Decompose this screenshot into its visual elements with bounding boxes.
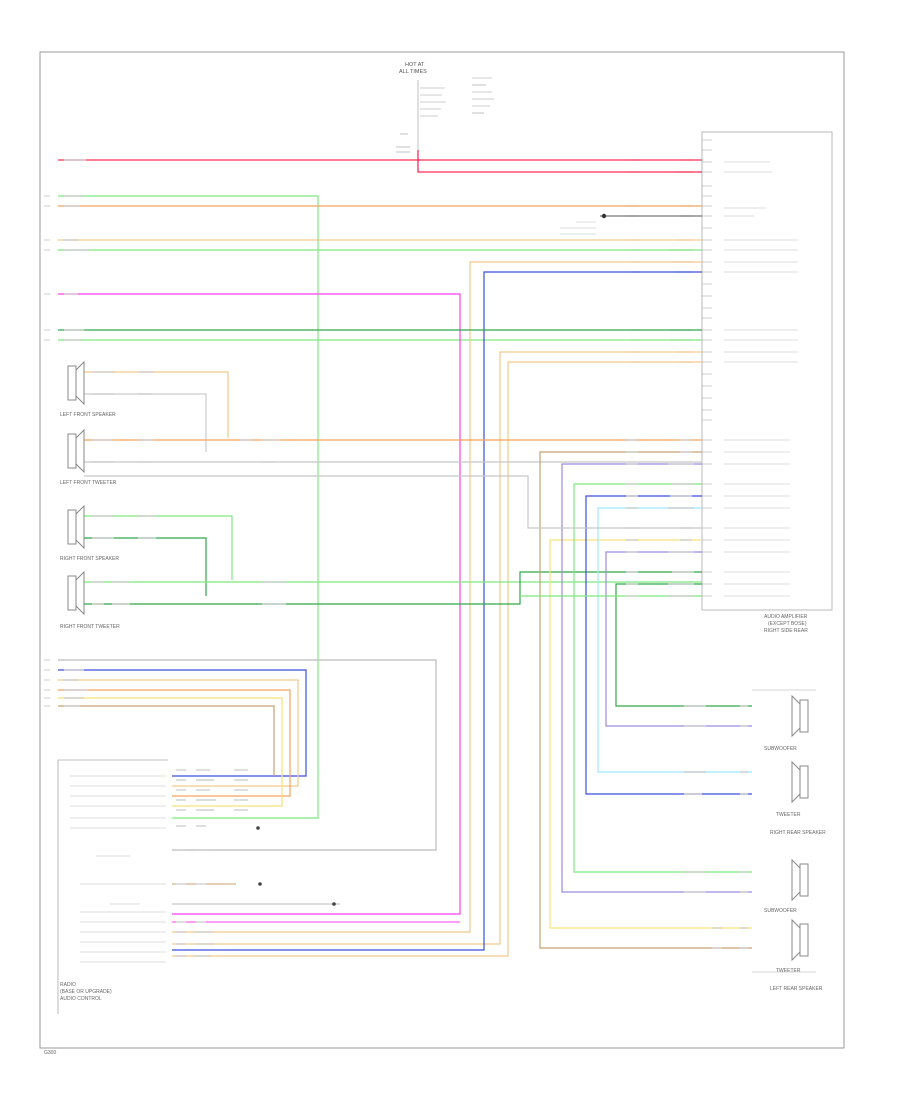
subwoofer-symbol — [791, 694, 809, 738]
subwoofer-label: SUBWOOFER — [764, 746, 797, 752]
radio-label-sub2: AUDIO CONTROL — [60, 996, 102, 1002]
rf-speaker-label: RIGHT FRONT SPEAKER — [60, 556, 119, 562]
rf-tweeter-label: RIGHT FRONT TWEETER — [60, 624, 120, 630]
radio-wire-tags — [176, 769, 248, 957]
amp-label-sub2: RIGHT SIDE REAR — [764, 628, 808, 634]
wire-radio-harness — [58, 659, 437, 851]
radio-splice-2 — [258, 882, 262, 886]
ground-dot — [601, 213, 607, 219]
wire-radio-lower — [172, 883, 460, 923]
wire-lf-speaker — [84, 371, 702, 463]
lf-tweeter-symbol — [67, 428, 85, 474]
fuse-block-labels — [396, 77, 494, 156]
rr-speaker-label: RIGHT REAR SPEAKER — [770, 830, 826, 836]
lf-speaker-label: LEFT FRONT SPEAKER — [60, 412, 116, 418]
amp-label: AUDIO AMPLIFIER — [764, 614, 808, 620]
radio-pin-labels — [70, 775, 166, 963]
ground-label-marks — [560, 221, 596, 235]
diagram-frame — [39, 51, 845, 1049]
lf-speaker-symbol — [67, 360, 85, 406]
left-pin-ticks — [44, 195, 50, 707]
wire-tan — [58, 239, 702, 957]
rf-speaker-symbol — [67, 504, 85, 550]
top-label-1: HOT AT — [405, 62, 425, 68]
lr-tweeter-symbol — [791, 918, 809, 962]
radio-label-sub: (BASE OR UPGRADE) — [60, 989, 112, 995]
wire-rf-speaker — [84, 515, 702, 605]
radio-box — [57, 759, 168, 1014]
amp-label-sub: (EXCEPT BOSE) — [768, 621, 807, 627]
wire-lt-green-trunk — [58, 195, 702, 819]
amp-pin-labels — [724, 161, 798, 597]
rear-bracket-marks — [752, 689, 816, 973]
lr-sub-label: SUBWOOFER — [764, 908, 797, 914]
rear-wire-labels — [684, 705, 748, 949]
top-label-2: ALL TIMES — [399, 69, 427, 75]
rf-tweeter-symbol — [67, 570, 85, 616]
lr-tweeter-label: TWEETER — [776, 968, 801, 974]
lf-tweeter-label: LEFT FRONT TWEETER — [60, 480, 117, 486]
radio-splice-3 — [332, 902, 336, 906]
lr-sub-symbol — [791, 858, 809, 902]
ground-label: G300 — [44, 1050, 56, 1056]
amp-wire-labels — [626, 159, 694, 363]
rr-tweeter-symbol — [791, 760, 809, 804]
wire-rear-speakers — [84, 451, 752, 949]
audio-amplifier-box — [701, 131, 833, 611]
radio-splice-1 — [256, 826, 260, 830]
rr-tweeter-label: TWEETER — [776, 812, 801, 818]
wire-red — [58, 150, 702, 173]
lr-speaker-label: LEFT REAR SPEAKER — [770, 986, 823, 992]
left-wire-tags — [64, 159, 694, 707]
radio-label: RADIO — [60, 982, 76, 988]
wire-blue — [172, 271, 702, 951]
amp-pin-ticks — [702, 139, 712, 597]
